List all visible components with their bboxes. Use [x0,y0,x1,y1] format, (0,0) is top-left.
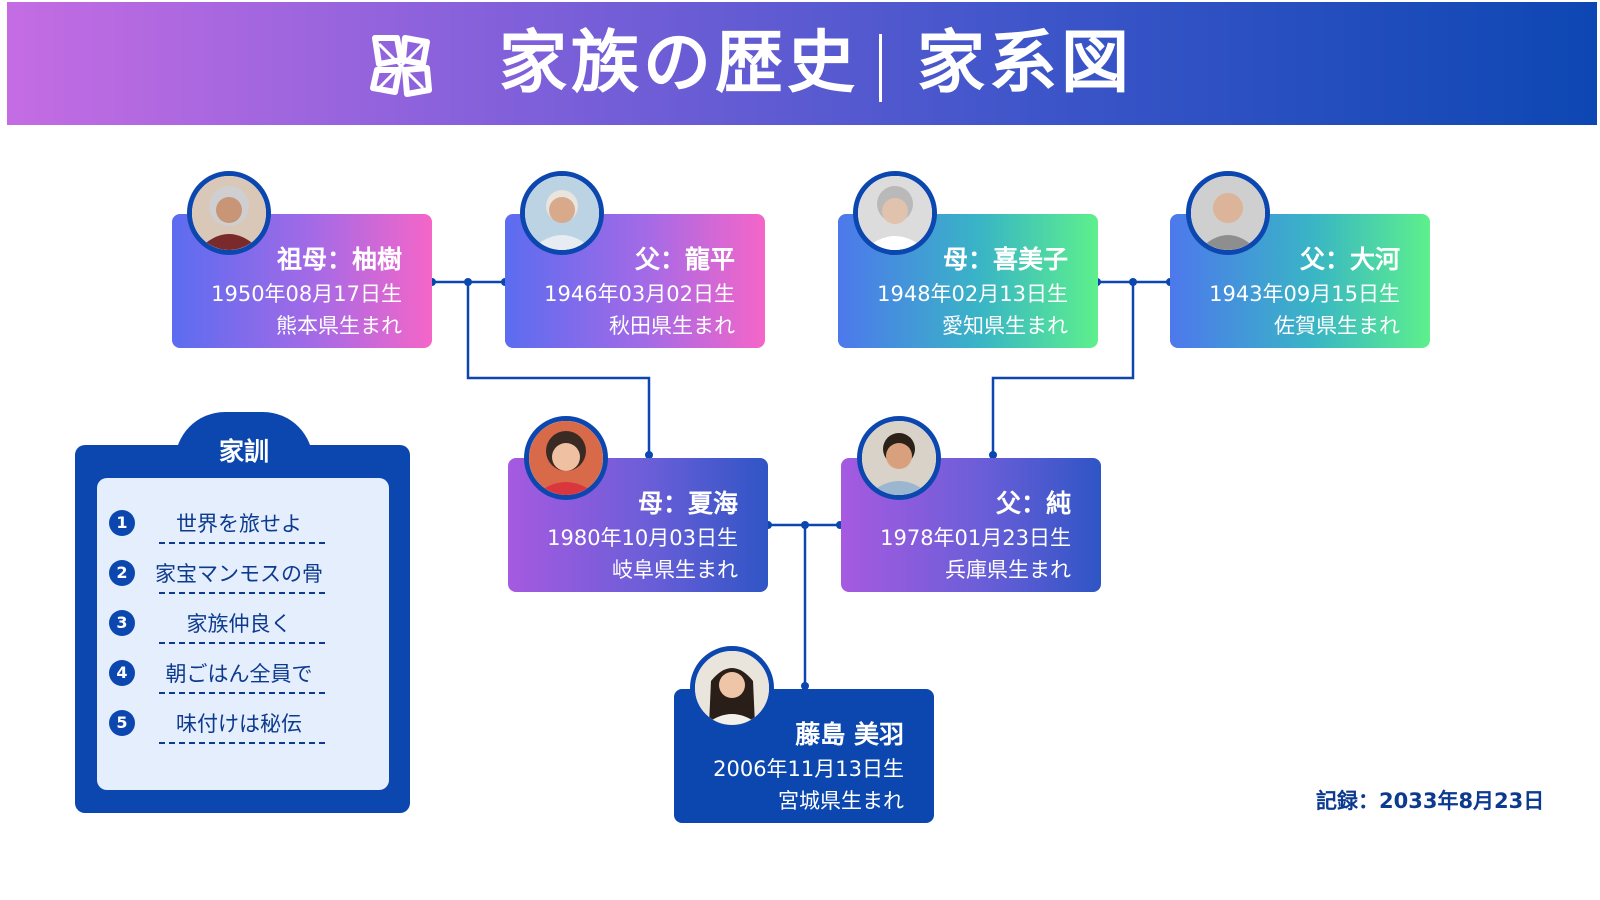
rule-number-badge: 1 [109,510,135,536]
rule-divider [159,692,325,694]
member-birthdate: 1948年02月13日生 [877,282,1068,306]
family-rules-title: 家訓 [218,437,269,466]
rule-divider [159,742,325,744]
member-birthplace: 宮城県生まれ [778,789,904,813]
member-birthplace: 秋田県生まれ [609,314,735,338]
member-birthplace: 岐阜県生まれ [612,558,738,582]
rule-number-badge: 4 [109,660,135,686]
member-name: 母：喜美子 [942,245,1068,274]
family-rule-item: 2 家宝マンモスの骨 [97,546,389,596]
rule-text: 家宝マンモスの骨 [155,562,323,586]
member-name: 藤島 美羽 [795,720,904,749]
avatar-father [857,416,941,500]
avatar-grandmother-right [853,171,937,255]
member-birthdate: 2006年11月13日生 [713,757,904,781]
member-birthplace: 兵庫県生まれ [945,558,1071,582]
family-rule-item: 4 朝ごはん全員で [97,646,389,696]
rule-text: 家族仲良く [186,612,292,636]
member-birthplace: 佐賀県生まれ [1274,314,1400,338]
person-portrait-icon [1191,176,1265,250]
family-rules-list: 1 世界を旅せよ 2 家宝マンモスの骨 3 家族仲良く 4 朝ごはん全員で 5 … [97,478,389,790]
rule-text: 世界を旅せよ [176,512,302,536]
rule-text: 味付けは秘伝 [176,712,302,736]
title-divider [879,34,882,102]
member-name: 父：大河 [1299,245,1400,274]
page-title: 家族の歴史 [499,24,860,103]
member-card-grandmother-left[interactable]: 祖母：柚樹 1950年08月17日生 熊本県生まれ [172,214,432,348]
person-portrait-icon [192,176,266,250]
member-birthdate: 1980年10月03日生 [547,526,738,550]
avatar-child [690,646,774,730]
member-card-child[interactable]: 藤島 美羽 2006年11月13日生 宮城県生まれ [674,689,934,823]
rule-number-badge: 3 [109,610,135,636]
person-portrait-icon [525,176,599,250]
family-rule-item: 5 味付けは秘伝 [97,696,389,746]
rule-number-badge: 2 [109,560,135,586]
person-portrait-icon [529,421,603,495]
member-name: 父：龍平 [634,245,735,274]
member-birthdate: 1950年08月17日生 [211,282,402,306]
page-subtitle: 家系図 [917,24,1134,103]
avatar-grandfather-right [1186,171,1270,255]
member-birthdate: 1978年01月23日生 [880,526,1071,550]
member-birthplace: 愛知県生まれ [942,314,1068,338]
member-birthdate: 1943年09月15日生 [1209,282,1400,306]
rule-divider [159,542,325,544]
rule-number-badge: 5 [109,710,135,736]
member-birthdate: 1946年03月02日生 [544,282,735,306]
family-rule-item: 3 家族仲良く [97,596,389,646]
person-portrait-icon [695,651,769,725]
avatar-mother [524,416,608,500]
avatar-grandmother-left [187,171,271,255]
member-birthplace: 熊本県生まれ [276,314,402,338]
connector-left-to-mother [466,282,651,455]
avatar-grandfather-left [520,171,604,255]
rule-divider [159,592,325,594]
rule-divider [159,642,325,644]
person-portrait-icon [862,421,936,495]
rule-text: 朝ごはん全員で [165,662,313,686]
family-rules-tab [175,412,313,482]
logo-icon [370,35,432,97]
connector-right-to-father [991,282,1135,455]
record-date: 記録：2033年8月23日 [1316,789,1545,813]
header-banner: 家族の歴史 家系図 [7,2,1597,125]
family-rule-item: 1 世界を旅せよ [97,496,389,546]
member-name: 母：夏海 [637,489,738,518]
member-name: 祖母：柚樹 [276,245,402,274]
member-name: 父：純 [995,489,1071,518]
person-portrait-icon [858,176,932,250]
